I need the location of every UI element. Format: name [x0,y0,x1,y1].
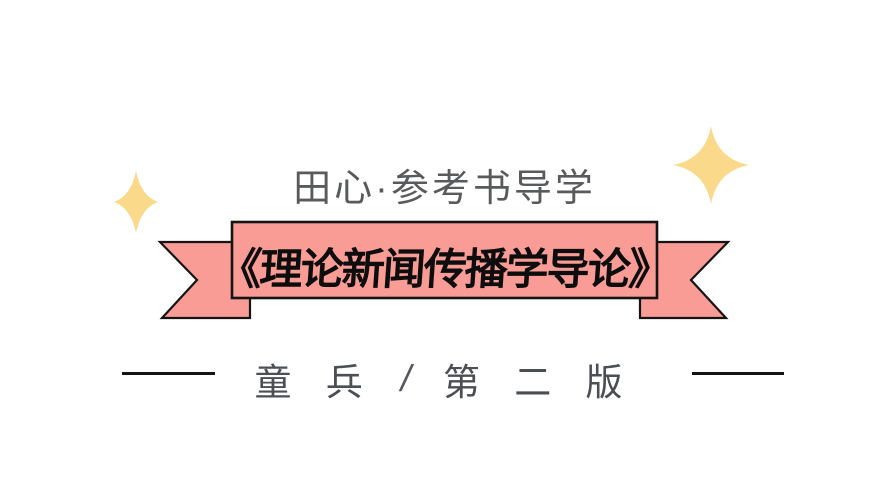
separator-slash: / [400,358,411,399]
edition-label: 第 二 版 [443,362,635,403]
right-rule [692,372,784,375]
ribbon-band [230,220,659,300]
author-name: 童 兵 [254,362,375,403]
series-kicker: 田心·参考书导学 [293,168,596,210]
left-rule [122,372,215,375]
book-title: 《理论新闻传播学导论》 [217,246,672,294]
footer-line: 童 兵 / 第 二 版 [0,352,889,406]
sparkle-icon [114,171,158,233]
sparkle-icon [673,126,749,204]
ribbon-right-tail [638,240,731,320]
